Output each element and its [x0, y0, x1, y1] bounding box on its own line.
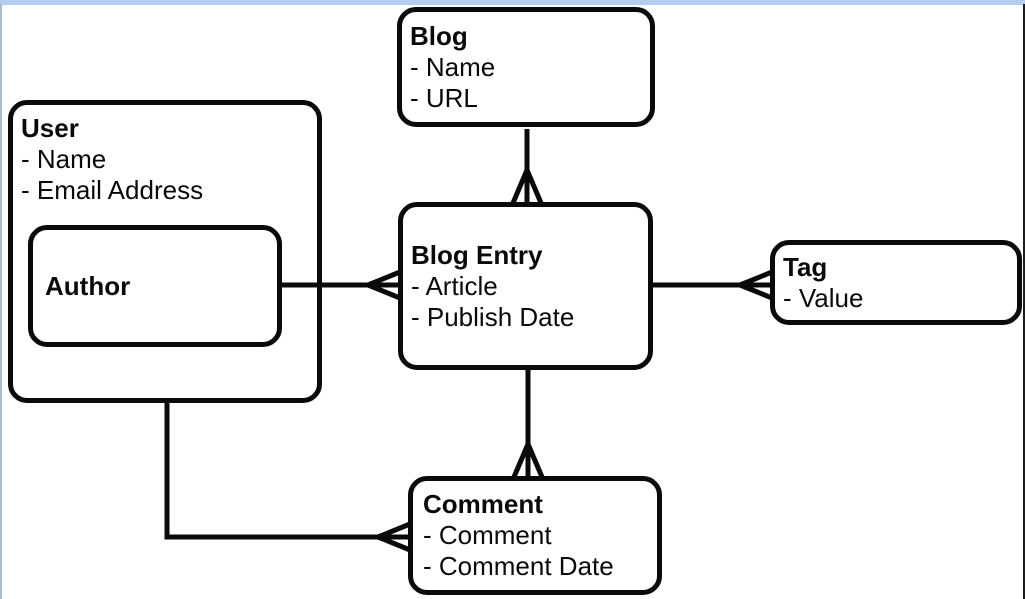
entity-user-attribute: - Email Address: [21, 175, 204, 205]
frame-right-edge: [1023, 4, 1025, 599]
frame-left-edge: [0, 4, 2, 599]
crows-foot-many-marker: [739, 269, 773, 301]
connector-blog-entry-to-comment: [511, 368, 545, 478]
entity-tag-attribute: - Value: [783, 282, 864, 313]
entity-blog-title: Blog: [410, 20, 468, 51]
crows-foot-many-marker: [511, 443, 545, 478]
entity-comment: Comment - Comment - Comment Date: [408, 476, 662, 595]
entity-blog-entry-attribute: - Article: [411, 270, 498, 301]
entity-tag: Tag - Value: [770, 240, 1022, 325]
entity-comment-title: Comment: [423, 489, 543, 519]
entity-comment-attribute: - Comment: [423, 520, 552, 550]
entity-blog-attribute: - URL: [410, 82, 478, 113]
entity-user-title: User: [21, 113, 79, 143]
entity-comment-attribute: - Comment Date: [423, 551, 614, 581]
connector-blog-to-blog-entry: [510, 129, 544, 204]
entity-blog-entry-attribute: - Publish Date: [411, 301, 575, 332]
crows-foot-many-marker: [367, 269, 401, 301]
entity-blog-attribute: - Name: [410, 51, 496, 82]
entity-author-title: Author: [45, 270, 131, 301]
connector-user-to-comment: [164, 401, 411, 553]
connector-blog-entry-to-tag: [651, 269, 773, 301]
entity-blog: Blog - Name - URL: [397, 7, 655, 127]
crows-foot-many-marker: [510, 169, 544, 204]
entity-blog-entry-title: Blog Entry: [411, 239, 543, 270]
crows-foot-many-marker: [377, 521, 411, 553]
frame-top-edge: [0, 0, 1025, 5]
entity-user-attribute: - Name: [21, 144, 107, 174]
entity-blog-entry: Blog Entry - Article - Publish Date: [398, 202, 653, 370]
entity-tag-title: Tag: [783, 251, 828, 282]
entity-author: Author: [28, 225, 282, 347]
